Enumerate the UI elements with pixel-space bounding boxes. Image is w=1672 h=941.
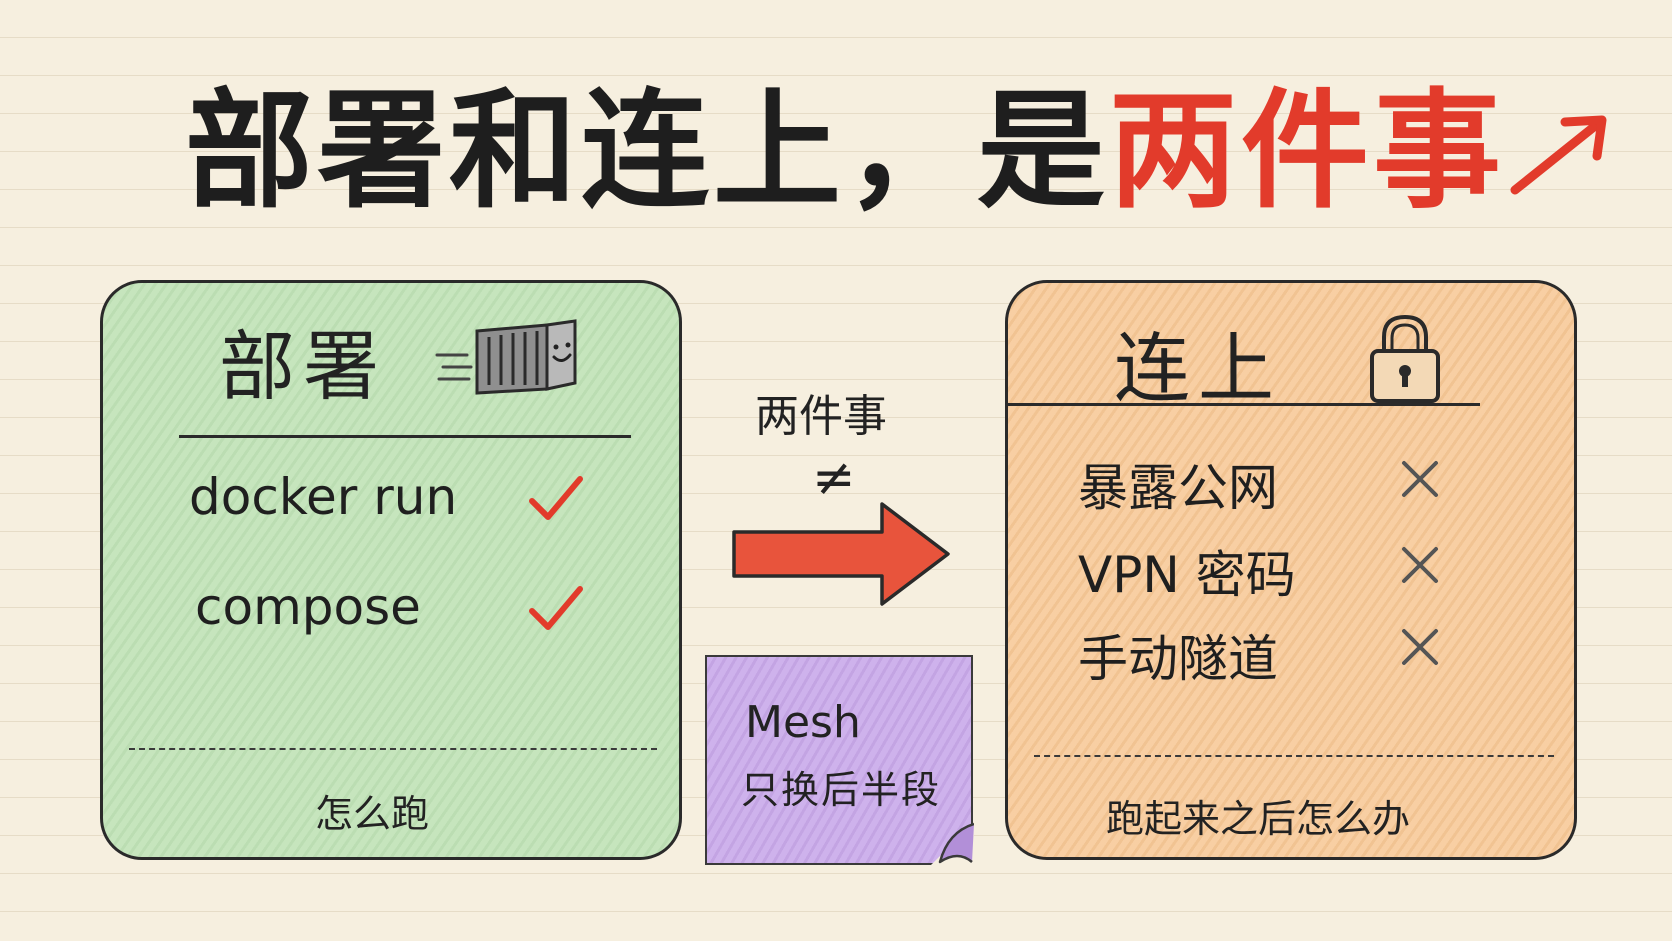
padlock-icon — [1370, 314, 1440, 403]
note-line-2: 只换后半段 — [741, 768, 942, 812]
deploy-item-compose: compose — [195, 578, 421, 636]
deploy-item-docker-run: docker run — [189, 468, 458, 526]
connect-dashed-divider — [1034, 755, 1554, 757]
connect-footer: 跑起来之后怎么办 — [1106, 797, 1411, 841]
arrow-up-right-icon — [1510, 115, 1607, 195]
title-accent: 两件事 — [1109, 77, 1506, 226]
middle-label: 两件事 — [755, 391, 887, 442]
connect-item-vpn-password: VPN 密码 — [1078, 546, 1296, 604]
deploy-dashed-divider — [129, 748, 657, 750]
connect-item-manual-tunnel: 手动隧道 — [1078, 630, 1278, 688]
deploy-footer: 怎么跑 — [315, 792, 430, 836]
deploy-card-title: 部署 — [219, 322, 387, 411]
arrow-right-icon — [732, 502, 950, 606]
check-icon — [529, 586, 583, 630]
cross-icon — [1402, 629, 1438, 665]
container-icon — [435, 319, 577, 395]
cross-icon — [1402, 461, 1438, 497]
sticky-note: Mesh 只换后半段 — [705, 655, 974, 866]
page-title: 部署和连上，是两件事 — [185, 78, 1505, 225]
check-icon — [529, 476, 583, 520]
connect-divider — [1008, 403, 1480, 406]
connect-item-public-exposure: 暴露公网 — [1078, 459, 1278, 517]
deploy-divider — [179, 435, 631, 438]
cross-icon — [1402, 547, 1438, 583]
note-line-1: Mesh — [745, 697, 861, 748]
connect-card: 连上 暴露公网 VPN 密码 手动隧道 跑起来之后怎么办 — [1005, 280, 1577, 860]
deploy-card: 部署 docker run compose 怎么跑 — [100, 280, 682, 860]
page-curl-icon — [930, 822, 974, 866]
title-main: 部署和连上，是 — [185, 77, 1110, 226]
not-equal-symbol: ≠ — [812, 448, 856, 508]
connect-card-title: 连上 — [1114, 324, 1282, 413]
